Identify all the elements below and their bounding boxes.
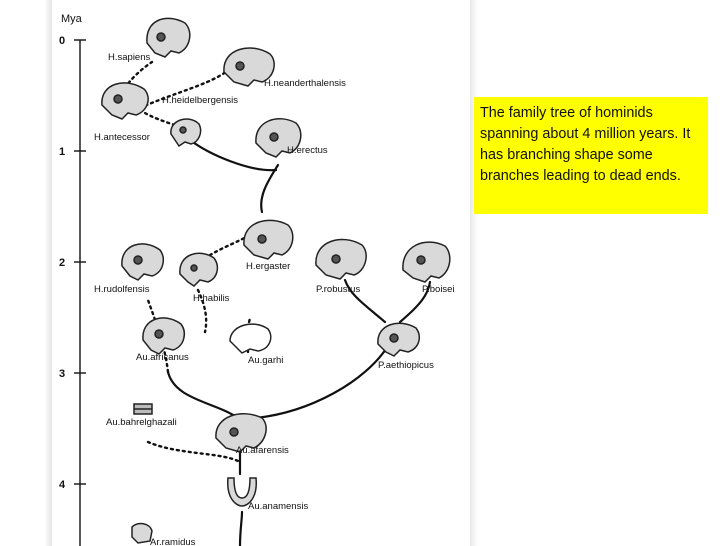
skull-icon <box>229 323 272 354</box>
dotted-africanus-habilis <box>146 298 170 374</box>
left-divider <box>44 0 52 546</box>
species-label: P.aethiopicus <box>378 360 434 371</box>
axis-tick-label-1: 1 <box>59 146 65 158</box>
species-label: Au.africanus <box>136 352 189 363</box>
jaw-icon <box>227 477 257 507</box>
link-ramidus-anamensis <box>238 510 244 546</box>
species-label: Au.bahrelghazali <box>106 417 177 428</box>
skull-icon <box>402 241 451 283</box>
species-label: Au.anamensis <box>248 501 308 512</box>
time-axis <box>74 39 86 546</box>
species-label: H.heidelbergensis <box>162 95 238 106</box>
species-label: H.antecessor <box>94 132 150 143</box>
axis-tick-label-0: 0 <box>59 35 65 47</box>
species-label: Ar.ramidus <box>150 537 196 546</box>
skull-icon <box>170 118 202 148</box>
axis-tick-label-2: 2 <box>59 257 65 269</box>
axis-tick-label-3: 3 <box>59 368 65 380</box>
species-label: H.sapiens <box>108 52 150 63</box>
species-label: P.robustus <box>316 284 360 295</box>
hominid-tree-diagram: Mya 0 1 2 3 4 <box>59 13 455 546</box>
species-label: H.ergaster <box>246 261 290 272</box>
skull-icon <box>223 47 275 87</box>
jaw-icon <box>133 403 153 415</box>
skull-icon <box>131 522 153 544</box>
dotted-heidelbergensis-neanderthalensis <box>138 64 234 110</box>
skull-icon <box>146 17 191 58</box>
axis-unit-label: Mya <box>61 13 83 25</box>
link-ergaster-erectus <box>260 163 280 214</box>
axis-tick-label-4: 4 <box>59 479 66 491</box>
skulls <box>101 17 451 544</box>
dotted-heidelbergensis-antecessor <box>138 108 180 128</box>
skull-icon <box>215 413 267 453</box>
species-label: H.neanderthalensis <box>264 78 346 89</box>
link-erectus-antecessor <box>188 138 278 172</box>
species-label: H.erectus <box>287 145 328 156</box>
skull-icon <box>315 238 367 280</box>
skull-icon <box>255 118 302 158</box>
species-label: Au.afarensis <box>236 445 289 456</box>
lineage-links <box>166 138 432 546</box>
skull-icon <box>377 322 421 357</box>
link-afarensis-aethiopicus <box>254 344 390 420</box>
right-divider <box>470 0 478 546</box>
skull-icon <box>243 219 294 260</box>
link-aethiopicus-robustus <box>343 278 387 324</box>
skull-icon <box>142 317 186 355</box>
link-afarensis-africanus <box>166 370 240 420</box>
caption-box: The family tree of hominids spanning abo… <box>474 97 708 214</box>
link-aethiopicus-boisei <box>398 280 432 324</box>
caption-text: The family tree of hominids spanning abo… <box>480 105 691 184</box>
skull-icon <box>101 82 149 120</box>
species-label: H.rudolfensis <box>94 284 150 295</box>
skull-icon <box>179 252 219 287</box>
skull-icon <box>121 243 165 281</box>
species-label: Au.garhi <box>248 355 283 366</box>
species-label: H.habilis <box>193 293 230 304</box>
species-label: P.boisei <box>422 284 455 295</box>
